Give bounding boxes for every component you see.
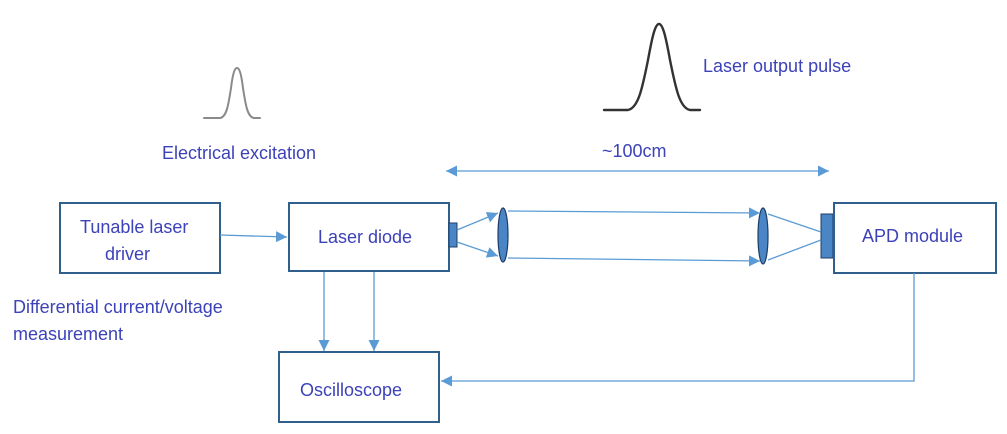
driver-to-diode-arrow — [219, 231, 288, 243]
driver-label-line1: Tunable laser — [80, 217, 188, 237]
apd-module-box — [833, 202, 997, 274]
emitter-to-lens-lower — [456, 241, 499, 258]
driver-label-line2: driver — [105, 244, 150, 264]
focus-upper — [767, 213, 822, 233]
apd-detector — [820, 213, 834, 259]
beam-lower — [507, 255, 761, 267]
apd-to-oscilloscope-wire — [441, 273, 915, 387]
collimating-lens — [497, 207, 509, 263]
focusing-lens — [757, 207, 769, 265]
laser-diode-box — [288, 202, 450, 272]
laser-output-pulse-label: Laser output pulse — [703, 56, 851, 76]
oscilloscope-box — [278, 351, 440, 423]
electrical-pulse-shape — [203, 67, 261, 119]
diff-measurement-line2: measurement — [13, 324, 123, 344]
beam-upper — [507, 207, 761, 219]
electrical-excitation-label: Electrical excitation — [162, 143, 316, 163]
laser-diode-label: Laser diode — [318, 227, 412, 247]
oscilloscope-label: Oscilloscope — [300, 380, 402, 400]
diff-measurement-line1: Differential current/voltage — [13, 297, 223, 317]
emitter-to-lens-upper — [456, 212, 499, 231]
laser-output-pulse-shape — [602, 22, 702, 112]
tunable-laser-driver-box — [59, 202, 221, 274]
laser-emitter — [448, 222, 458, 248]
apd-module-label: APD module — [862, 226, 963, 246]
distance-label: ~100cm — [602, 141, 667, 161]
focus-lower — [767, 239, 822, 261]
